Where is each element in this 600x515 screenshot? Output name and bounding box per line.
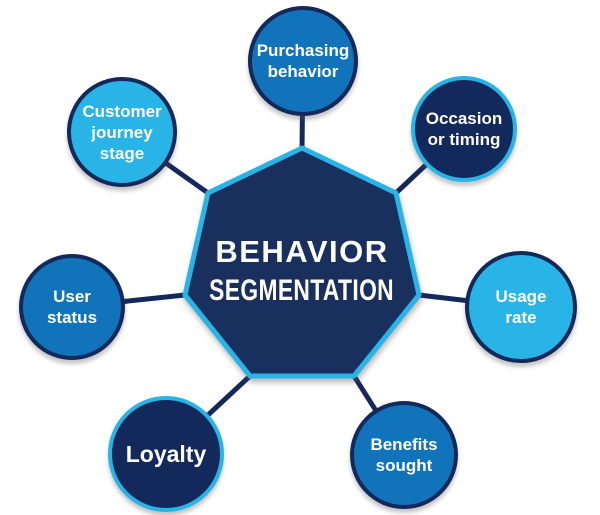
node-customer-journey-stage: Customer journey stage (67, 77, 177, 187)
node-purchasing-behavior: Purchasing behavior (248, 6, 358, 116)
center-title-line2-text: SEGMENTATION (209, 274, 395, 307)
node-label-line: Usage (495, 287, 547, 306)
node-label-line: Customer (82, 101, 162, 121)
node-label-line: sought (375, 456, 433, 475)
node-label-line: stage (99, 143, 145, 163)
node-benefits-sought: Benefits sought (350, 401, 458, 509)
node-label-line: rate (505, 308, 537, 327)
node-label-line: Purchasing (256, 41, 350, 60)
node-label-line: or timing (427, 130, 501, 149)
node-usage-rate: Usage rate (465, 251, 577, 363)
center-title-line2: SEGMENTATION (162, 273, 442, 308)
node-label-line: Benefits (370, 435, 438, 454)
node-label-line: Occasion (425, 109, 503, 128)
center-title-line1: BEHAVIOR (215, 234, 389, 269)
node-label-line: status (46, 308, 98, 327)
node-occasion-or-timing: Occasion or timing (411, 76, 517, 182)
node-user-status: User status (19, 254, 125, 360)
node-loyalty: Loyalty (108, 396, 224, 512)
node-label-line: User (53, 287, 91, 306)
node-label-line: journey (91, 122, 153, 142)
node-label-line: behavior (267, 62, 339, 81)
center-title: BEHAVIOR SEGMENTATION (162, 233, 442, 308)
node-label-line: Loyalty (125, 441, 207, 467)
heptagon-shape (182, 145, 422, 379)
